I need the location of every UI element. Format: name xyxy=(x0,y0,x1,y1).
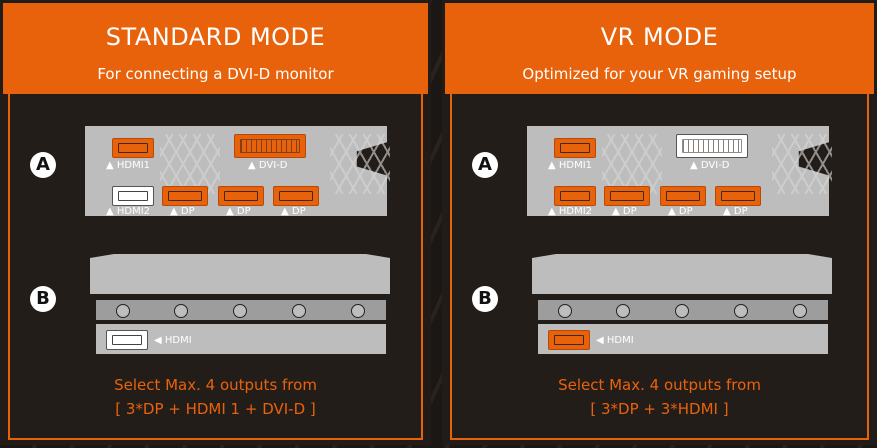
hdmi-b-port xyxy=(106,330,148,350)
hdmi2-port xyxy=(112,186,154,206)
dp1-label: ▲ DP xyxy=(170,206,195,217)
dp3-port xyxy=(273,186,319,206)
marker-a: A xyxy=(30,152,56,178)
standard-mode-header: STANDARD MODE For connecting a DVI-D mon… xyxy=(3,3,428,94)
card-rail xyxy=(96,300,386,320)
standard-mode-panel: STANDARD MODE For connecting a DVI-D mon… xyxy=(0,0,431,445)
marker-b: B xyxy=(30,286,56,312)
dvid-port xyxy=(676,134,748,158)
marker-b: B xyxy=(472,286,498,312)
standard-mode-subtitle: For connecting a DVI-D monitor xyxy=(97,65,334,83)
hdmi2-port xyxy=(554,186,596,206)
hdmi-b-label: ◀ HDMI xyxy=(154,335,192,346)
dp3-label: ▲ DP xyxy=(281,206,306,217)
vr-mode-header: VR MODE Optimized for your VR gaming set… xyxy=(445,3,874,94)
standard-mode-body: A ▲ HDMI1 ▲ DVI-D ▲ HDMI2 ▲ DP ▲ DP ▲ DP… xyxy=(8,94,423,440)
dp2-label: ▲ DP xyxy=(668,206,693,217)
dvid-label: ▲ DVI-D xyxy=(248,160,288,171)
standard-footer-line2: [ 3*DP + HDMI 1 + DVI-D ] xyxy=(115,400,316,418)
hdmi2-label: ▲ HDMI2 xyxy=(106,206,151,217)
bracket-vents xyxy=(160,134,220,194)
vr-footer-line1: Select Max. 4 outputs from xyxy=(558,376,761,394)
vr-mode-panel: VR MODE Optimized for your VR gaming set… xyxy=(442,0,877,445)
marker-a: A xyxy=(472,152,498,178)
bracket-vents-right xyxy=(772,134,832,194)
hdmi1-label: ▲ HDMI1 xyxy=(106,160,151,171)
card-shroud xyxy=(532,254,832,294)
dp1-label: ▲ DP xyxy=(612,206,637,217)
dvid-label: ▲ DVI-D xyxy=(690,160,730,171)
dp3-port xyxy=(715,186,761,206)
dp2-label: ▲ DP xyxy=(226,206,251,217)
standard-mode-title: STANDARD MODE xyxy=(105,23,326,51)
dp1-port xyxy=(162,186,208,206)
standard-footer-line1: Select Max. 4 outputs from xyxy=(114,376,317,394)
card-rail xyxy=(538,300,828,320)
hdmi1-port xyxy=(554,138,596,158)
hdmi1-label: ▲ HDMI1 xyxy=(548,160,593,171)
hdmi-b-port xyxy=(548,330,590,350)
dp1-port xyxy=(604,186,650,206)
hdmi2-label: ▲ HDMI2 xyxy=(548,206,593,217)
bracket-vents xyxy=(602,134,662,194)
card-shroud xyxy=(90,254,390,294)
vr-mode-body: A ▲ HDMI1 ▲ DVI-D ▲ HDMI2 ▲ DP ▲ DP ▲ DP… xyxy=(450,94,869,440)
vr-footer-line2: [ 3*DP + 3*HDMI ] xyxy=(590,400,729,418)
dp3-label: ▲ DP xyxy=(723,206,748,217)
bracket-vents-right xyxy=(330,134,390,194)
vr-mode-subtitle: Optimized for your VR gaming setup xyxy=(522,65,797,83)
dp2-port xyxy=(660,186,706,206)
dvid-port xyxy=(234,134,306,158)
dp2-port xyxy=(218,186,264,206)
vr-mode-title: VR MODE xyxy=(600,23,719,51)
hdmi-b-label: ◀ HDMI xyxy=(596,335,634,346)
hdmi1-port xyxy=(112,138,154,158)
